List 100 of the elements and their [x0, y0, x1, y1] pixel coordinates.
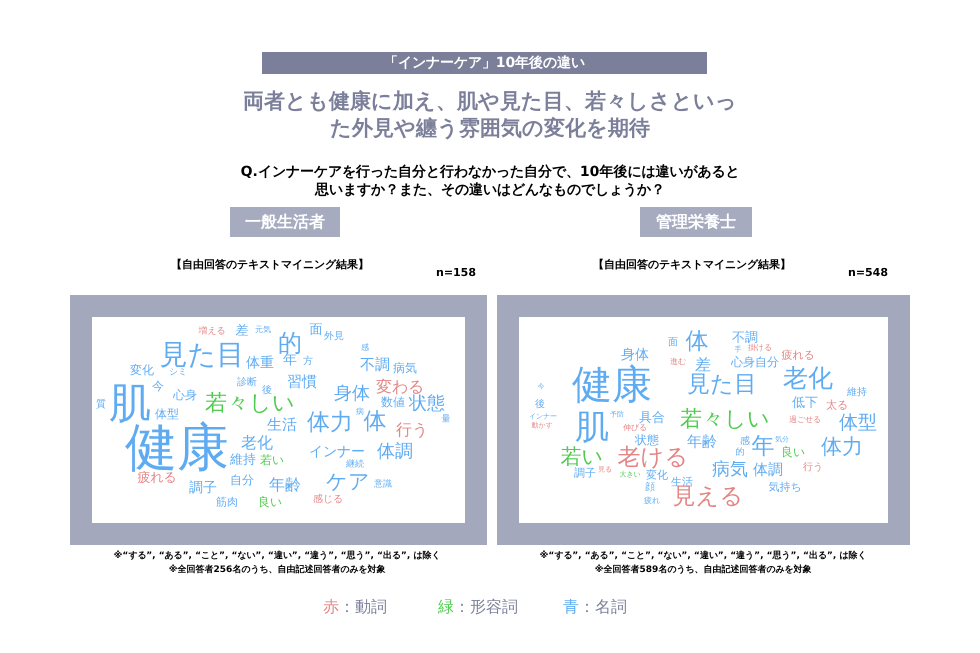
cloud-word: 具合	[639, 412, 665, 424]
cloud-word: 自分	[230, 474, 254, 486]
cloud-word: 量	[442, 416, 450, 424]
cloud-word: 身体	[621, 348, 649, 362]
cloud-word: 自分	[755, 356, 779, 368]
cloud-word: 見た目	[160, 341, 244, 369]
cloud-word: 身体	[334, 385, 370, 403]
cloud-word: 肌	[575, 410, 609, 444]
cloud-word: 継続	[346, 460, 364, 470]
cloud-word: 変化	[646, 470, 668, 480]
cloud-word: 変化	[130, 364, 154, 376]
cloud-word: 年	[752, 436, 774, 458]
cloud-word: 体調	[753, 462, 783, 478]
cloud-word: 調子	[574, 468, 596, 478]
cloud-word: ケア	[326, 472, 370, 492]
cloud-word: 病	[356, 408, 364, 416]
cloud-word: 方	[303, 357, 313, 367]
footnote: ※“する”, “ある”, “こと”, “ない”, “違い”, “違う”, “思う”, “出る”, は除く	[538, 551, 868, 563]
cloud-word: 変わる	[376, 379, 424, 395]
headline: 両者とも健康に加え、肌や見た目、若々しさといった外見や纏う雰囲気の変化を期待	[242, 88, 738, 142]
cloud-word: 気持ち	[768, 482, 802, 492]
cloud-word: 維持	[847, 388, 867, 398]
cloud-word: 後	[535, 400, 545, 410]
title-banner: 「インナーケア」10年後の違い	[262, 52, 707, 74]
cloud-word: 疲れる	[782, 350, 814, 360]
cloud-word: 数値	[381, 396, 405, 408]
cloud-word: 習慣	[287, 374, 317, 390]
cloud-word: 増える	[198, 328, 226, 336]
footnote: ※“する”, “ある”, “こと”, “ない”, “違い”, “違う”, “思う”, “出る”, は除く	[112, 551, 442, 563]
cloud-word: 生活	[267, 418, 297, 432]
cloud-word: 体型	[839, 414, 877, 432]
cloud-word: 体重	[246, 356, 274, 370]
cloud-word: 状態	[635, 434, 659, 446]
cloud-word: シミ	[169, 368, 187, 378]
cloud-word: 心身	[731, 356, 755, 368]
cloud-word: 見える	[672, 486, 744, 508]
cloud-word: 老ける	[618, 446, 688, 470]
cloud-word: 不調	[732, 332, 758, 344]
legend-entry: 緑：形容詞	[438, 597, 518, 618]
cloud-word: 状態	[409, 395, 445, 413]
cloud-word: 老化	[783, 366, 833, 390]
cloud-word: 的	[278, 331, 302, 355]
cloud-word: 体	[686, 330, 708, 354]
cloud-word: 若い	[260, 454, 284, 466]
footnote: ※全回答者256名のうち、自由記述回答者のみを対象	[168, 565, 386, 577]
cloud-word: 的	[736, 448, 744, 458]
cloud-word: 低下	[792, 396, 818, 410]
cloud-word: 感	[361, 344, 369, 352]
group-header-box: 一般生活者	[230, 207, 340, 237]
cloud-word: 後	[262, 386, 272, 396]
cloud-word: 維持	[230, 454, 256, 466]
cloud-word: 行う	[396, 422, 428, 438]
cloud-word: 外見	[324, 332, 344, 342]
cloud-word: 太る	[826, 400, 848, 410]
cloud-word: 差	[695, 357, 711, 373]
word-cloud-panel	[497, 295, 910, 545]
cloud-word: 老化	[241, 435, 273, 451]
cloud-word: 肌	[109, 382, 151, 424]
cloud-word: 元気	[255, 326, 271, 334]
cloud-word: 疲れる	[138, 472, 176, 484]
cloud-word: インナー	[309, 445, 365, 459]
cloud-word: 病気	[712, 461, 748, 479]
cloud-word: 質	[96, 400, 106, 410]
cloud-word: 行う	[803, 463, 823, 473]
cloud-word: 体力	[307, 412, 353, 434]
cloud-word: 差	[236, 324, 248, 338]
cloud-word: 疲れ	[644, 497, 660, 505]
sample-size: n=158	[434, 266, 477, 280]
cloud-word: 不調	[360, 358, 390, 372]
cloud-word: 心身	[173, 389, 197, 401]
sample-size: n=548	[846, 266, 889, 280]
cloud-word: 筋肉	[216, 496, 238, 508]
cloud-word: 進む	[670, 358, 686, 366]
cloud-word: 伸びる	[623, 424, 647, 432]
footnote: ※全回答者589名のうち、自由記述回答者のみを対象	[594, 565, 812, 577]
cloud-word: 体調	[377, 443, 413, 461]
cloud-word: 体型	[155, 408, 179, 420]
cloud-word: 今	[152, 380, 164, 392]
cloud-word: 良い	[781, 446, 805, 458]
legend-entry: 青：名詞	[563, 597, 627, 618]
cloud-word: 調子	[189, 481, 217, 495]
cloud-word: 見た目	[687, 374, 757, 396]
cloud-word: 掛ける	[748, 344, 772, 352]
cloud-word: 感じる	[313, 495, 343, 505]
cloud-word: 面	[668, 338, 678, 348]
cloud-word: 感	[740, 437, 750, 447]
cloud-word: 年	[283, 353, 297, 367]
cloud-word: 若々しい	[205, 393, 295, 415]
legend-entry: 赤：動詞	[323, 597, 387, 618]
cloud-word: 健康	[572, 365, 652, 405]
panel-caption: 【自由回答のテキストマイニング結果】	[170, 258, 370, 272]
cloud-word: 年齢	[687, 434, 717, 450]
cloud-word: 良い	[258, 496, 282, 508]
cloud-word: 意識	[374, 480, 392, 490]
cloud-word: 体	[364, 410, 386, 434]
cloud-word: 若い	[560, 446, 604, 468]
cloud-word: 年齢	[269, 477, 301, 493]
cloud-word: 面	[310, 324, 322, 336]
word-cloud-panel	[70, 295, 487, 545]
cloud-word: 病気	[393, 362, 417, 374]
